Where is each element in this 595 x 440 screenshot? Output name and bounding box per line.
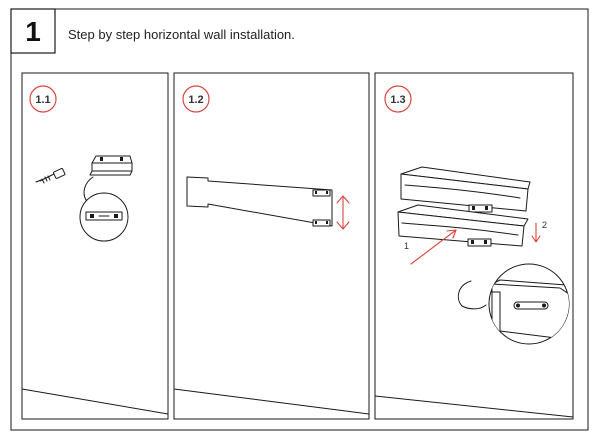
- callout-pointer: [457, 280, 487, 310]
- slide-in-arrow-icon: [410, 229, 457, 265]
- step-badge: [182, 85, 210, 113]
- sheet-frame: [10, 8, 589, 431]
- panel-frame: [173, 72, 370, 420]
- panel-1-1: 1.1: [21, 72, 169, 420]
- instruction-title: Step by step horizontal wall installatio…: [68, 27, 295, 42]
- step-label: 1.2: [188, 94, 203, 106]
- bracket-top-icon: [312, 189, 331, 197]
- screw-and-plug-icon: [35, 167, 66, 184]
- step-number-box: [10, 8, 56, 54]
- shelf-back-panel: [186, 176, 333, 227]
- drop-down-arrow-icon: [531, 222, 541, 243]
- lower-wall-bracket-icon: [467, 238, 492, 247]
- upper-shelf-bracket-icon: [468, 204, 493, 213]
- vertical-adjust-arrow-icon: [336, 195, 350, 230]
- upper-shelf: [400, 166, 531, 212]
- panel-frame: [21, 72, 169, 420]
- wall-bracket-icon: [89, 155, 133, 176]
- panel-frame: [374, 72, 574, 420]
- lower-shelf: [397, 204, 529, 247]
- floor-line: [173, 388, 370, 415]
- arrow-label-1: 1: [404, 241, 409, 251]
- step-number: 1: [25, 16, 41, 47]
- panel-1-3: 1.3 1: [374, 72, 574, 420]
- panel-1-2: 1.2: [173, 72, 370, 420]
- arrow-label-2: 2: [542, 220, 547, 230]
- floor-line: [374, 395, 574, 418]
- bracket-bottom-icon: [312, 219, 331, 227]
- step-badge: [29, 85, 57, 113]
- callout-pointer: [83, 176, 95, 203]
- step-label: 1.1: [35, 94, 50, 106]
- step-badge: [384, 85, 412, 113]
- slot-detail-magnifier: [488, 263, 570, 345]
- floor-line: [21, 388, 169, 415]
- header: 1 Step by step horizontal wall installat…: [10, 8, 295, 54]
- bracket-detail-magnifier: [79, 192, 129, 242]
- step-label: 1.3: [390, 94, 405, 106]
